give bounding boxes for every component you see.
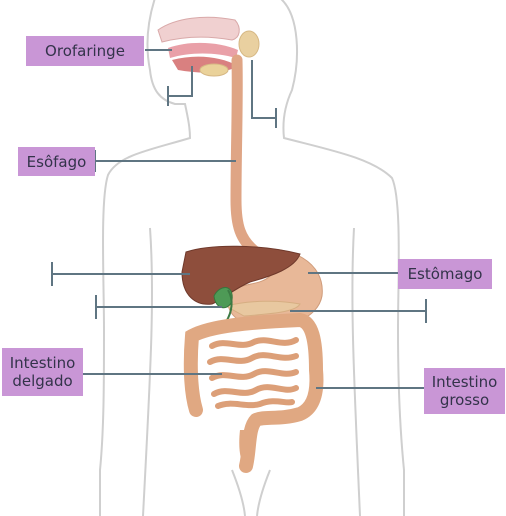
label-orofaringe: Orofaringe — [26, 36, 144, 66]
leader-liver — [51, 262, 190, 286]
small-intestine — [207, 337, 299, 409]
leg-divide — [231, 469, 271, 516]
label-estomago: Estômago — [398, 259, 492, 289]
pancreas — [224, 300, 301, 317]
arm-inner-right — [351, 227, 361, 516]
salivary-gland-upper — [238, 30, 260, 58]
rectum — [239, 430, 255, 468]
salivary-gland-lower — [199, 63, 229, 77]
leader-esofago — [94, 150, 236, 172]
large-intestine — [183, 312, 324, 473]
leader-lines — [51, 49, 427, 389]
label-intestino-grosso: Intestino grosso — [424, 368, 505, 414]
label-esofago: Esôfago — [18, 147, 95, 176]
esophagus — [230, 54, 262, 258]
arm-inner-left — [142, 227, 154, 516]
label-intestino-delgado: Intestino delgado — [2, 348, 83, 396]
leader-salivary-bracket — [251, 60, 277, 128]
leader-gallbladder — [95, 295, 222, 319]
liver — [181, 245, 301, 305]
palate — [168, 42, 238, 58]
leader-mouth-bracket — [167, 66, 193, 106]
body-silhouette — [99, 0, 405, 516]
leader-pancreas — [290, 299, 427, 323]
nasal-cavity — [157, 16, 240, 43]
